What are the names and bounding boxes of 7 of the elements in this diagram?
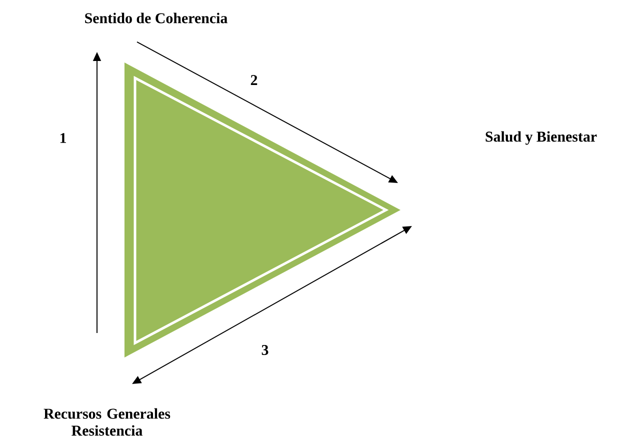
number-label: 2 xyxy=(250,75,258,85)
number-label: 3 xyxy=(262,344,268,355)
node-label: Recursos Generales Resistencia xyxy=(44,408,170,436)
triangle xyxy=(124,62,400,358)
number-label: 1 xyxy=(60,133,66,143)
node-label: Sentido de Coherencia xyxy=(85,12,228,24)
node-label: Salud y Bienestar xyxy=(486,131,597,145)
